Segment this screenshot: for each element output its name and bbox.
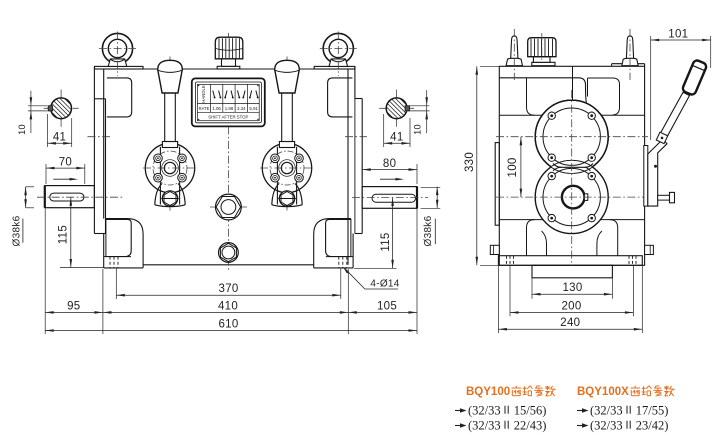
svg-text:200: 200 <box>561 301 581 313</box>
svg-text:240: 240 <box>560 317 580 329</box>
svg-text:100: 100 <box>507 157 519 177</box>
svg-text:101: 101 <box>668 28 688 40</box>
svg-text:BQY100: BQY100 <box>466 386 510 398</box>
svg-text:95: 95 <box>67 300 80 312</box>
svg-text:610: 610 <box>218 319 238 331</box>
svg-text:Ø38k6: Ø38k6 <box>12 215 23 246</box>
svg-text:1.88: 1.88 <box>225 106 234 111</box>
svg-text:130: 130 <box>562 282 582 294</box>
svg-text:BQY100X: BQY100X <box>577 386 629 398</box>
svg-text:80: 80 <box>383 158 396 170</box>
svg-text:(32/33: (32/33 <box>590 419 623 433</box>
svg-text:4-Ø14: 4-Ø14 <box>370 279 399 290</box>
svg-text:10: 10 <box>17 124 27 135</box>
svg-text:115: 115 <box>58 225 70 244</box>
svg-text:1.06: 1.06 <box>212 106 221 111</box>
svg-text:70: 70 <box>59 156 72 168</box>
svg-text:Ø38k6: Ø38k6 <box>423 215 434 246</box>
svg-text:330: 330 <box>464 152 476 172</box>
svg-text:17/55): 17/55) <box>636 404 669 418</box>
svg-text:41: 41 <box>390 132 403 144</box>
svg-text:105: 105 <box>377 300 397 312</box>
svg-text:(32/33: (32/33 <box>468 419 501 433</box>
svg-text:41: 41 <box>53 132 66 144</box>
svg-text:10: 10 <box>413 124 423 135</box>
svg-text:5.91: 5.91 <box>249 106 258 111</box>
svg-text:115: 115 <box>380 232 392 251</box>
svg-text:23/42): 23/42) <box>636 419 669 433</box>
svg-text:370: 370 <box>219 283 239 295</box>
svg-text:SHIFT AFTER STOP: SHIFT AFTER STOP <box>208 114 248 119</box>
svg-text:410: 410 <box>218 300 238 312</box>
svg-text:3.34: 3.34 <box>237 106 246 111</box>
svg-text:22/43): 22/43) <box>514 419 547 433</box>
svg-text:RATE: RATE <box>199 106 210 111</box>
svg-text:HANDLE: HANDLE <box>201 85 206 103</box>
svg-text:(32/33: (32/33 <box>590 404 623 418</box>
svg-text:(32/33: (32/33 <box>468 404 501 418</box>
svg-text:15/56): 15/56) <box>514 404 547 418</box>
